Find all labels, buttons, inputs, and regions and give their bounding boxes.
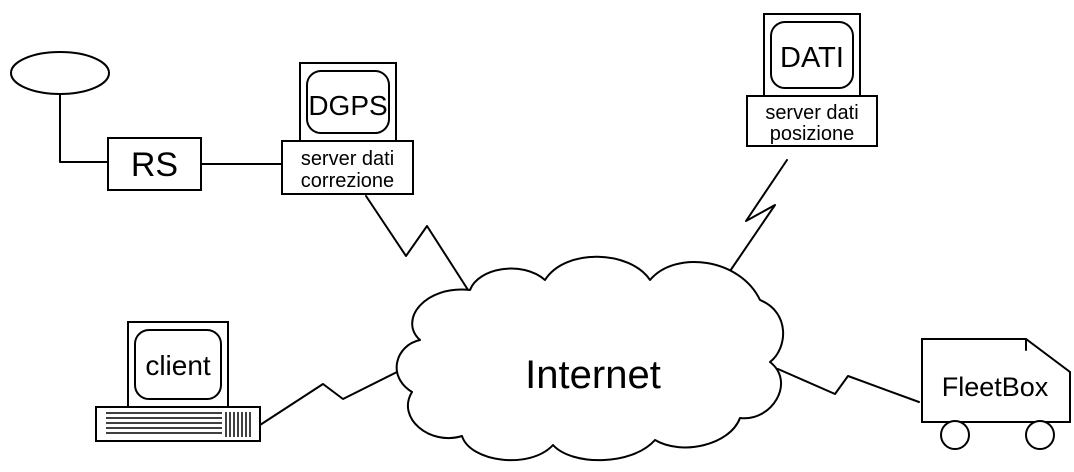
dgps-server: DGPS server dati correzione [281, 62, 414, 195]
rs-node: RS [107, 137, 202, 191]
fleetbox-label: FleetBox [942, 372, 1049, 402]
client-screen-label: client [145, 350, 211, 381]
dati-caption-line2: posizione [770, 123, 855, 145]
fleetbox-wheel-rear-icon [1025, 420, 1055, 450]
fleetbox-wheel-front-icon [940, 420, 970, 450]
dati-caption-line1: server dati [765, 102, 858, 124]
internet-label: Internet [525, 353, 661, 397]
wireless-link-dati-icon [727, 159, 788, 275]
dgps-caption-line1: server dati [301, 148, 394, 170]
rs-label: RS [131, 146, 178, 184]
wireless-link-client-icon [259, 370, 400, 426]
dgps-screen-label: DGPS [308, 90, 387, 121]
fleetbox-truck: FleetBox [921, 338, 1071, 450]
wireless-link-dgps-icon [365, 195, 471, 294]
dgps-caption-line2: correzione [301, 170, 394, 192]
wireless-link-fleetbox-icon [777, 368, 920, 403]
antenna-wire [59, 93, 109, 163]
dati-screen-label: DATI [780, 42, 844, 74]
client-drive-slots [106, 412, 251, 437]
internet-cloud: Internet [395, 255, 784, 462]
client-computer: client [95, 321, 261, 442]
dati-server: DATI server dati posizione [746, 13, 878, 147]
antenna-icon [10, 51, 110, 95]
